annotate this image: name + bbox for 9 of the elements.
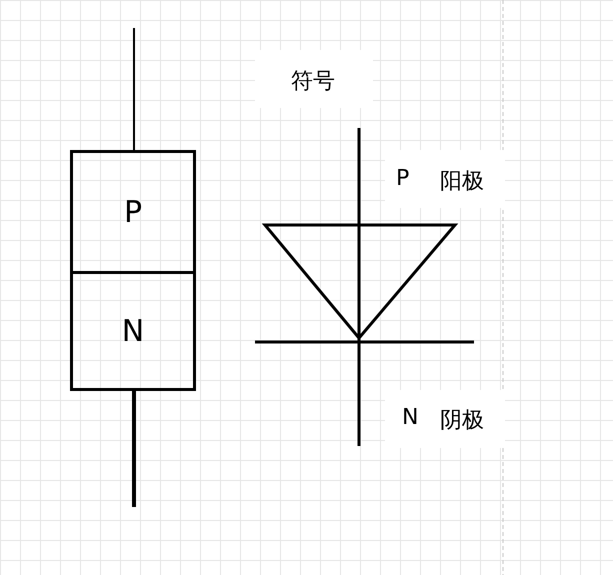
region-label: N bbox=[122, 314, 144, 348]
region-label: P bbox=[124, 194, 142, 230]
semiconductor-region bbox=[70, 150, 196, 274]
semiconductor-region bbox=[70, 271, 196, 391]
terminal-letter: N bbox=[402, 405, 418, 430]
terminal-name: 阳极 bbox=[440, 168, 484, 196]
terminal-name: 阴极 bbox=[440, 407, 484, 435]
terminal-letter: P bbox=[396, 166, 410, 191]
symbol-caption: 符号 bbox=[291, 68, 335, 96]
